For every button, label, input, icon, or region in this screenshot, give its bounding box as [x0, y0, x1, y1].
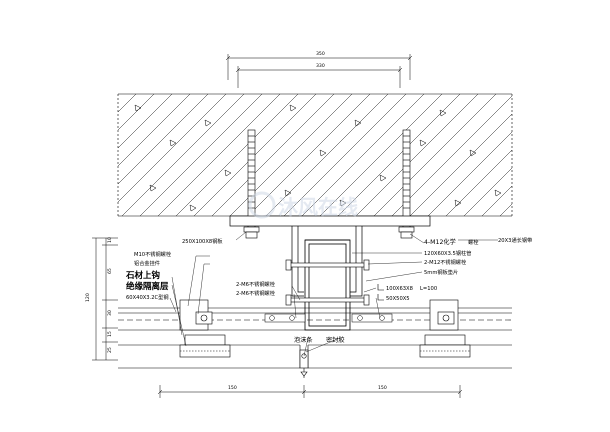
- dim-left-seg-3: 30: [107, 310, 113, 316]
- hatch-line: [499, 203, 513, 217]
- steel-tube: [304, 239, 351, 331]
- hatch-line: [117, 93, 209, 185]
- anchor-bolt-right: [398, 129, 415, 239]
- label-m12-chem-suffix: 螺栓: [468, 238, 479, 246]
- label-al-profile: 60X40X3.2C型钢: [126, 293, 169, 301]
- hatch-line: [301, 93, 425, 217]
- label-angle-main: 100X63X8: [386, 286, 413, 292]
- label-foam-rod: 泡沫条: [294, 336, 313, 344]
- hatch-line: [373, 93, 497, 217]
- angle-bracket-right: [350, 226, 363, 297]
- watermark: 沐风在线: [248, 191, 358, 219]
- hatch-line: [211, 93, 335, 217]
- aggregate-mark: [289, 104, 297, 112]
- connector-bolt-right: [351, 313, 393, 323]
- anchor-bolt-left: [243, 129, 260, 239]
- aggregate-mark: [379, 174, 387, 182]
- hatch-line: [427, 131, 513, 217]
- left-dimensions: [92, 237, 118, 361]
- angle-bracket-left: [291, 226, 304, 297]
- stone-panel-right: [307, 344, 512, 369]
- label-m6-bolt-2: 2-M6不锈钢螺栓: [236, 289, 276, 297]
- aggregate-mark: [189, 204, 197, 212]
- aggregate-mark: [494, 189, 502, 197]
- concrete-hatch: [117, 93, 513, 217]
- angle-symbol-small: [377, 294, 384, 301]
- tube-bolt-upper: [285, 259, 370, 271]
- label-insulation: 绝缘隔离层: [126, 281, 169, 292]
- aggregate-mark: [469, 149, 477, 157]
- concrete-aggregate-marks: [134, 104, 502, 212]
- stone-pendant-left: [179, 299, 231, 358]
- dim-left-seg-5: 25: [107, 347, 113, 353]
- panel-joint-sealant: [299, 349, 309, 378]
- dim-left-total: 120: [85, 293, 91, 302]
- hatch-line: [117, 93, 227, 203]
- label-m12-ss-bolt: 2-M12不锈钢螺栓: [424, 258, 467, 266]
- tube-bolt-lower: [285, 294, 370, 306]
- aggregate-mark: [204, 119, 212, 127]
- angle-symbol-main: [377, 284, 384, 291]
- hatch-line: [283, 93, 407, 217]
- label-steel-plate: 250X100X8钢板: [182, 237, 223, 245]
- aggregate-mark: [439, 109, 447, 117]
- hatch-line: [355, 93, 479, 217]
- label-right-note: 20X3通长钢带: [498, 236, 532, 244]
- leader-lines: [169, 231, 498, 357]
- aggregate-mark: [454, 199, 462, 207]
- aggregate-mark: [354, 119, 362, 127]
- hatch-line: [121, 93, 245, 217]
- hatch-line: [117, 93, 137, 113]
- dim-left-seg-4: 15: [107, 331, 113, 337]
- dim-top-inner: 330: [316, 63, 325, 69]
- label-channel: 120X60X3.5钢柱管: [424, 249, 471, 257]
- dim-top-overall: 350: [316, 51, 325, 57]
- label-gasket: 5mm钢板垫片: [424, 268, 458, 276]
- aggregate-mark: [224, 169, 232, 177]
- dim-bottom-right: 150: [378, 385, 387, 391]
- aggregate-mark: [134, 104, 142, 112]
- aggregate-mark: [169, 139, 177, 147]
- hatch-line: [409, 113, 513, 217]
- aggregate-mark: [419, 139, 427, 147]
- hatch-line: [391, 95, 513, 217]
- aggregate-mark: [339, 199, 347, 207]
- connector-bolt-left: [264, 313, 306, 323]
- aggregate-mark: [319, 149, 327, 157]
- hatch-line: [319, 93, 443, 217]
- label-stone-hook: 石材上钩: [125, 270, 161, 281]
- hatch-line: [337, 93, 461, 217]
- embedded-steel-plate: [229, 215, 431, 227]
- stone-pendant-right: [419, 299, 471, 358]
- dim-left-seg-2: 65: [107, 268, 113, 274]
- dim-left-seg-1: 10: [107, 237, 113, 243]
- aggregate-mark: [284, 189, 292, 197]
- hatch-line: [157, 93, 281, 217]
- dim-bottom-left: 150: [228, 385, 237, 391]
- label-m12-chem: 4-M12化学: [424, 238, 456, 246]
- hatch-line: [175, 93, 299, 217]
- concrete-slab: [117, 93, 513, 217]
- aggregate-mark: [149, 184, 157, 192]
- label-angle-len: L=100: [420, 286, 437, 292]
- hatch-line: [117, 93, 155, 131]
- label-m10-bolt: M10不锈钢螺栓: [134, 250, 172, 258]
- label-sealant: 密封胶: [326, 336, 345, 344]
- label-angle-small: 50X50X5: [386, 296, 410, 302]
- hatch-line: [463, 167, 513, 217]
- watermark-text: 沐风在线: [278, 195, 358, 219]
- hatch-line: [481, 185, 513, 217]
- hatch-line: [445, 149, 513, 217]
- label-m6-bolt-1: 2-M6不锈钢螺栓: [236, 280, 276, 288]
- hatch-line: [139, 93, 263, 217]
- hatch-line: [117, 93, 173, 149]
- label-al-alloy-pendant: 铝合金挂件: [134, 259, 160, 267]
- top-dimensions: [225, 54, 413, 88]
- bottom-dimensions: [157, 385, 463, 398]
- hatch-line: [117, 93, 191, 167]
